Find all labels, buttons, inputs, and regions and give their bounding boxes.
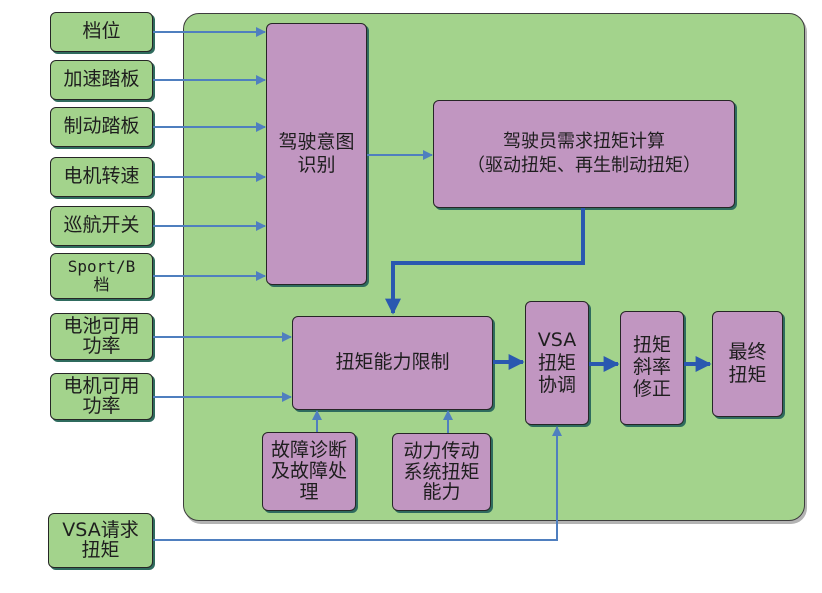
block-torque-slope-correction: 扭矩 斜率 修正 (620, 311, 684, 425)
block-final-torque: 最终 扭矩 (712, 311, 783, 417)
input-vsa-request: VSA请求 扭矩 (48, 513, 153, 568)
input-gear: 档位 (50, 12, 153, 52)
input-vsa-request-label: VSA请求 扭矩 (62, 518, 139, 561)
input-brake-pedal: 制动踏板 (50, 107, 153, 147)
block-driving-intent: 驾驶意图 识别 (266, 23, 367, 285)
block-final-torque-label: 最终 扭矩 (728, 341, 767, 386)
input-cruise-switch-label: 巡航开关 (63, 214, 140, 237)
input-battery-power: 电池可用 功率 (50, 313, 153, 360)
input-motor-speed-label: 电机转速 (63, 165, 140, 188)
block-drivetrain-capability: 动力传动 系统扭矩 能力 (392, 433, 491, 511)
input-battery-power-label: 电池可用 功率 (63, 314, 140, 357)
block-torque-capability-limit: 扭矩能力限制 (292, 316, 493, 410)
input-accel-pedal-label: 加速踏板 (63, 68, 140, 91)
block-fault-diagnosis: 故障诊断 及故障处 理 (262, 432, 356, 511)
block-driving-intent-label: 驾驶意图 识别 (278, 131, 355, 176)
input-motor-power-label: 电机可用 功率 (63, 374, 140, 417)
block-vsa-torque-coordination: VSA 扭矩 协调 (525, 301, 589, 425)
input-motor-power: 电机可用 功率 (50, 373, 153, 420)
block-torque-capability-limit-label: 扭矩能力限制 (335, 351, 450, 374)
block-driver-demand-torque: 驾驶员需求扭矩计算 （驱动扭矩、再生制动扭矩） (433, 100, 735, 208)
block-torque-slope-correction-label: 扭矩 斜率 修正 (632, 334, 671, 400)
input-cruise-switch: 巡航开关 (50, 206, 153, 246)
block-vsa-torque-coordination-label: VSA 扭矩 协调 (537, 328, 577, 397)
input-sport-b-gear-label: Sport/B 档 (67, 256, 136, 294)
block-fault-diagnosis-label: 故障诊断 及故障处 理 (270, 439, 347, 503)
input-sport-b-gear: Sport/B 档 (50, 253, 153, 299)
input-motor-speed: 电机转速 (50, 157, 153, 197)
input-accel-pedal: 加速踏板 (50, 60, 153, 100)
input-brake-pedal-label: 制动踏板 (63, 115, 140, 138)
block-drivetrain-capability-label: 动力传动 系统扭矩 能力 (403, 439, 480, 504)
block-driver-demand-torque-label: 驾驶员需求扭矩计算 （驱动扭矩、再生制动扭矩） (467, 130, 701, 176)
input-gear-label: 档位 (82, 20, 121, 43)
